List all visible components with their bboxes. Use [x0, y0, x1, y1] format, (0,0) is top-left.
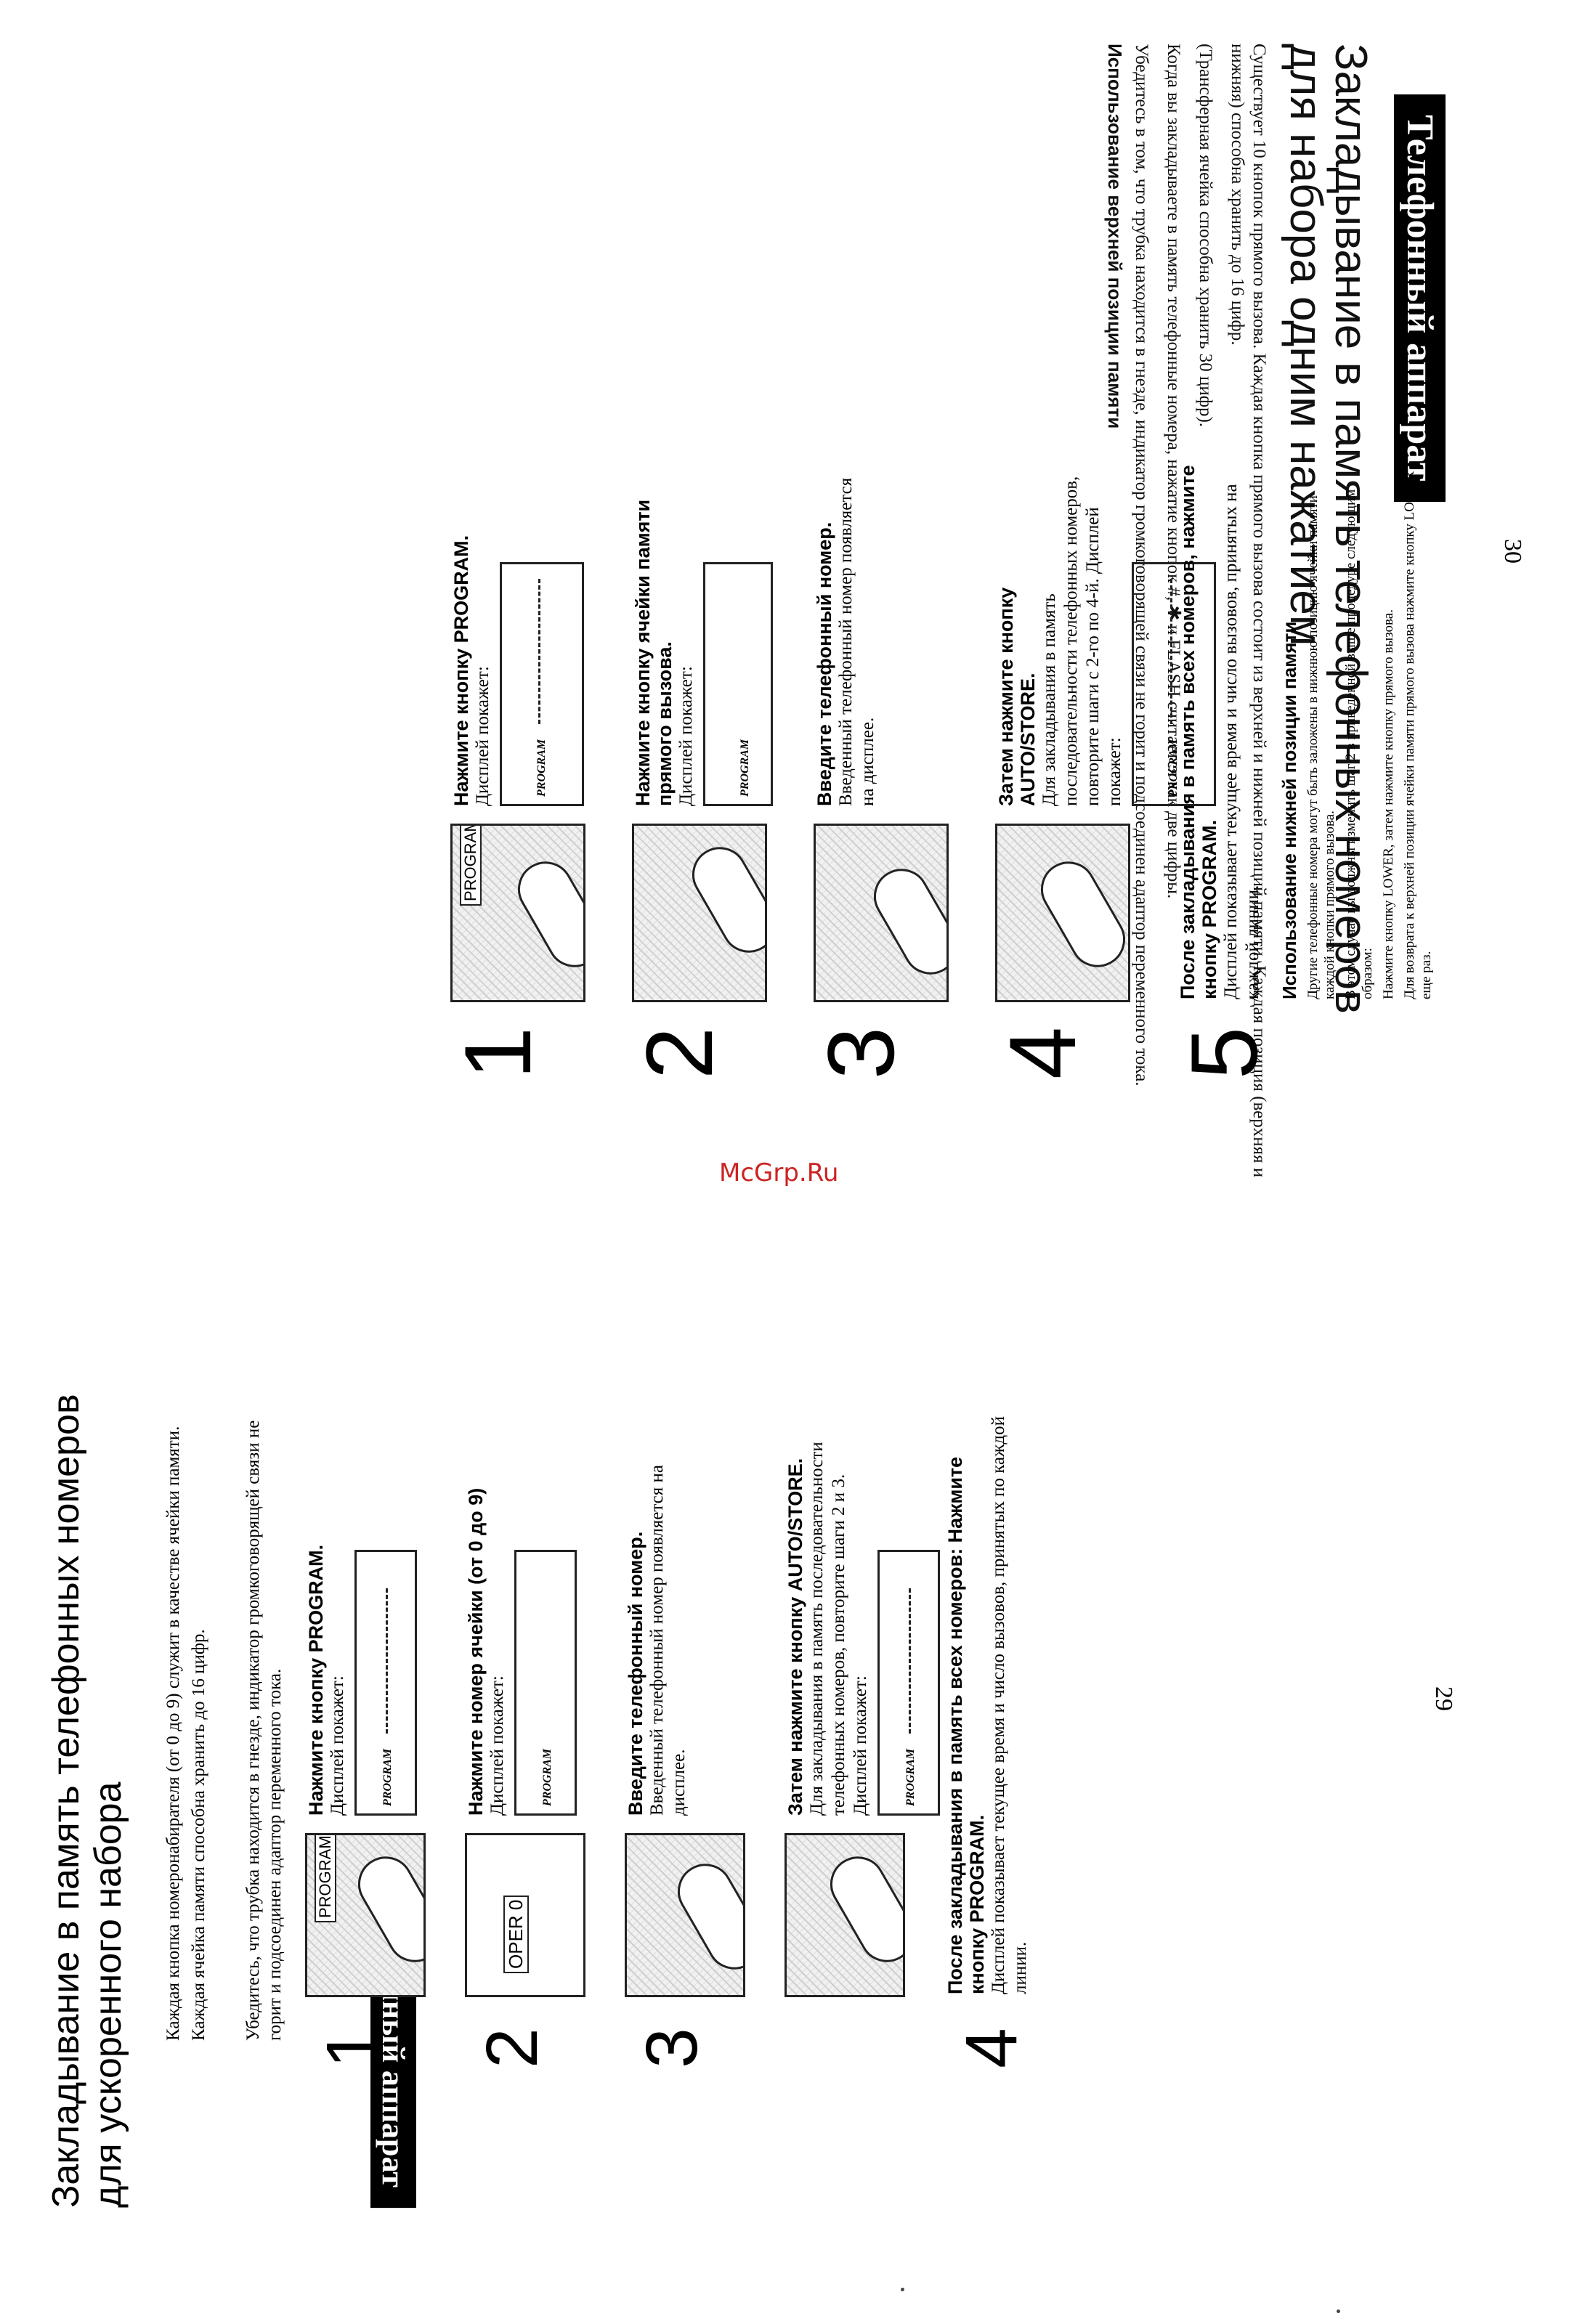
- top-step-1: 1 PROGRAM Нажмите кнопку PROGRAM. Диспле…: [445, 465, 585, 1089]
- lower-note-4: Для возврата к верхней позиции ячейки па…: [1402, 471, 1434, 999]
- bottom-step-4: 4 После закладывания в память всех номер…: [944, 1413, 1039, 2084]
- watermark: McGrp.Ru: [719, 1158, 839, 1187]
- bottom-step-3: 3 Введите телефонный номер. Введенный те…: [625, 1438, 745, 2084]
- step-number: 3: [808, 1026, 914, 1080]
- step-illustration: OPER 0: [465, 1833, 585, 1997]
- bottom-step-3b: Затем нажмите кнопку AUTO/STORE. Для зак…: [784, 1438, 940, 2084]
- bottom-step-1: 1 PROGRAM Нажмите кнопку PROGRAM. Диспле…: [305, 1438, 426, 2084]
- step-illustration: [632, 824, 767, 1002]
- step-text: Для закладывания в память последовательн…: [807, 1442, 870, 1816]
- lower-note-3: Нажмите кнопку LOWER, затем нажмите кноп…: [1381, 609, 1396, 999]
- page-number-29: 29: [1430, 1686, 1457, 1711]
- step-number: 2: [626, 1026, 732, 1080]
- step-number: 3: [631, 2028, 713, 2068]
- section-heading-lower: Использование нижней позиции памяти: [1278, 621, 1300, 999]
- step-text: Дисплей покажет:: [328, 1675, 347, 1816]
- display-label: PROGRAM: [541, 1748, 554, 1806]
- bottom-intro-3: Убедитесь, что трубка находится в гнезде…: [243, 1420, 285, 2041]
- oper-key-label: OPER 0: [503, 1895, 529, 1973]
- step-illustration: [814, 824, 949, 1002]
- step-title: Введите телефонный номер.: [814, 521, 835, 806]
- page-number-30: 30: [1499, 539, 1526, 564]
- step-illustration: [995, 824, 1130, 1002]
- step-text: Дисплей показывает текущее время и число…: [989, 1416, 1030, 1994]
- step-number: 1: [445, 1026, 551, 1080]
- top-step-2: 2 Нажмите кнопку ячейки памяти прямого в…: [626, 465, 773, 1089]
- bottom-title-line2: для ускоренного набора: [87, 1781, 129, 2208]
- display-box: PROGRAM: [877, 1550, 940, 1816]
- bottom-step-2: 2 OPER 0 Нажмите номер ячейки (от 0 до 9…: [465, 1438, 585, 2084]
- step-illustration: [625, 1833, 745, 1997]
- step-illustration: PROGRAM: [450, 824, 585, 1002]
- step-title: После закладывания в память всех номеров…: [944, 1456, 988, 1994]
- program-key-label: PROGRAM: [315, 1833, 336, 1922]
- display-label: PROGRAM: [381, 1748, 394, 1806]
- step-text: Дисплей покажет:: [473, 666, 492, 806]
- step-title: Затем нажмите кнопку AUTO/STORE.: [784, 1458, 806, 1816]
- step-text: Дисплей покажет:: [676, 666, 696, 806]
- display-box: PROGRAM: [514, 1550, 577, 1816]
- top-step-3: 3 Введите телефонный номер. Введенный те…: [808, 465, 949, 1089]
- top-step-5: 5 После закладывания в память всех номер…: [1171, 462, 1435, 1089]
- step-title: Нажмите кнопку ячейки памяти прямого выз…: [632, 499, 676, 806]
- step-title: Затем нажмите кнопку AUTO/STORE.: [995, 587, 1039, 806]
- step-number: 2: [471, 2028, 553, 2068]
- display-box: PROGRAM: [703, 562, 773, 806]
- step-text: Для закладывания в память последовательн…: [1039, 476, 1124, 806]
- step-number: 1: [312, 2028, 393, 2068]
- step-number: 5: [1171, 1026, 1277, 1080]
- lower-note-2: В этом случае вы должны изменить шаг 2 в…: [1343, 489, 1375, 999]
- step-number: 4: [951, 2028, 1032, 2068]
- bottom-intro-1: Каждая кнопка номеронабирателя (от 0 до …: [163, 1426, 183, 2041]
- display-label: PROGRAM: [739, 739, 751, 797]
- step-title: Нажмите кнопку PROGRAM.: [450, 535, 472, 806]
- step-title: Нажмите кнопку PROGRAM.: [305, 1544, 327, 1816]
- program-key-label: PROGRAM: [460, 824, 482, 906]
- bottom-title-line1: Закладывание в память телефонных номеров: [45, 1394, 87, 2208]
- display-label: PROGRAM: [535, 739, 548, 797]
- step-text: Дисплей покажет:: [487, 1675, 507, 1816]
- step-title: После закладывания в память всех номеров…: [1177, 465, 1220, 999]
- step-text: Дисплей показывает текущее время и число…: [1221, 484, 1262, 999]
- display-box: PROGRAM: [354, 1550, 417, 1816]
- lower-note-1: Другие телефонные номера могут быть зало…: [1305, 495, 1337, 999]
- step-text: Введенный телефонный номер появляется на…: [647, 1465, 689, 1816]
- step-title: Нажмите номер ячейки (от 0 до 9): [465, 1487, 487, 1816]
- step-title: Введите телефонный номер.: [625, 1531, 646, 1816]
- step-text: Введенный телефонный номер появляется на…: [836, 477, 877, 806]
- display-box: PROGRAM: [500, 562, 584, 806]
- step-illustration: [784, 1833, 905, 1997]
- step-illustration: PROGRAM: [305, 1833, 426, 1997]
- display-label: PROGRAM: [904, 1748, 917, 1806]
- step-number: 4: [989, 1026, 1095, 1080]
- bottom-intro-2: Каждая ячейка памяти способна хранить до…: [189, 1629, 208, 2041]
